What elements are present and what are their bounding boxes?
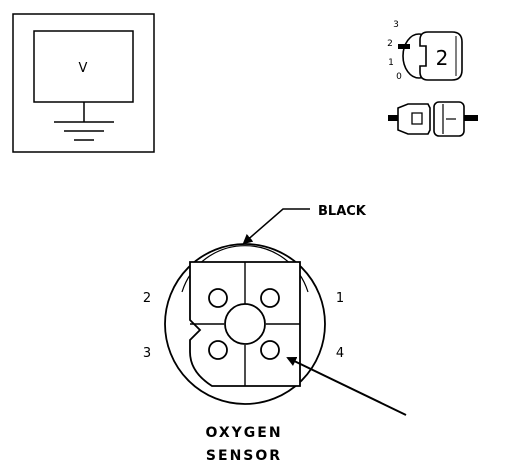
pin-label-4: 4	[336, 346, 344, 361]
black-wire-leader	[242, 208, 310, 245]
meter-display-symbol: V	[79, 61, 88, 76]
oxygen-sensor-connector	[164, 243, 326, 405]
pin-cavity-4	[260, 340, 280, 360]
selector-position-0: 0	[396, 72, 402, 82]
caption-line-1: OXYGEN	[205, 425, 282, 441]
pin-label-2: 2	[143, 291, 151, 306]
voltmeter-icon	[12, 13, 155, 153]
pin-cavity-2	[208, 288, 228, 308]
pin-label-3: 3	[143, 346, 151, 361]
pin-cavity-1	[260, 288, 280, 308]
rotary-selector-icon	[398, 31, 463, 81]
pin-cavity-3	[208, 340, 228, 360]
black-wire-label: BLACK	[318, 204, 367, 219]
arrow-pointer-icon	[286, 356, 407, 416]
selector-selected-value: 2	[436, 46, 449, 70]
selector-position-2: 2	[387, 39, 393, 49]
selector-position-3: 3	[393, 20, 399, 30]
selector-position-1: 1	[388, 58, 394, 68]
test-lead-connector-icon	[388, 101, 478, 137]
caption-line-2: SENSOR	[206, 448, 282, 464]
pin-label-1: 1	[336, 291, 344, 306]
